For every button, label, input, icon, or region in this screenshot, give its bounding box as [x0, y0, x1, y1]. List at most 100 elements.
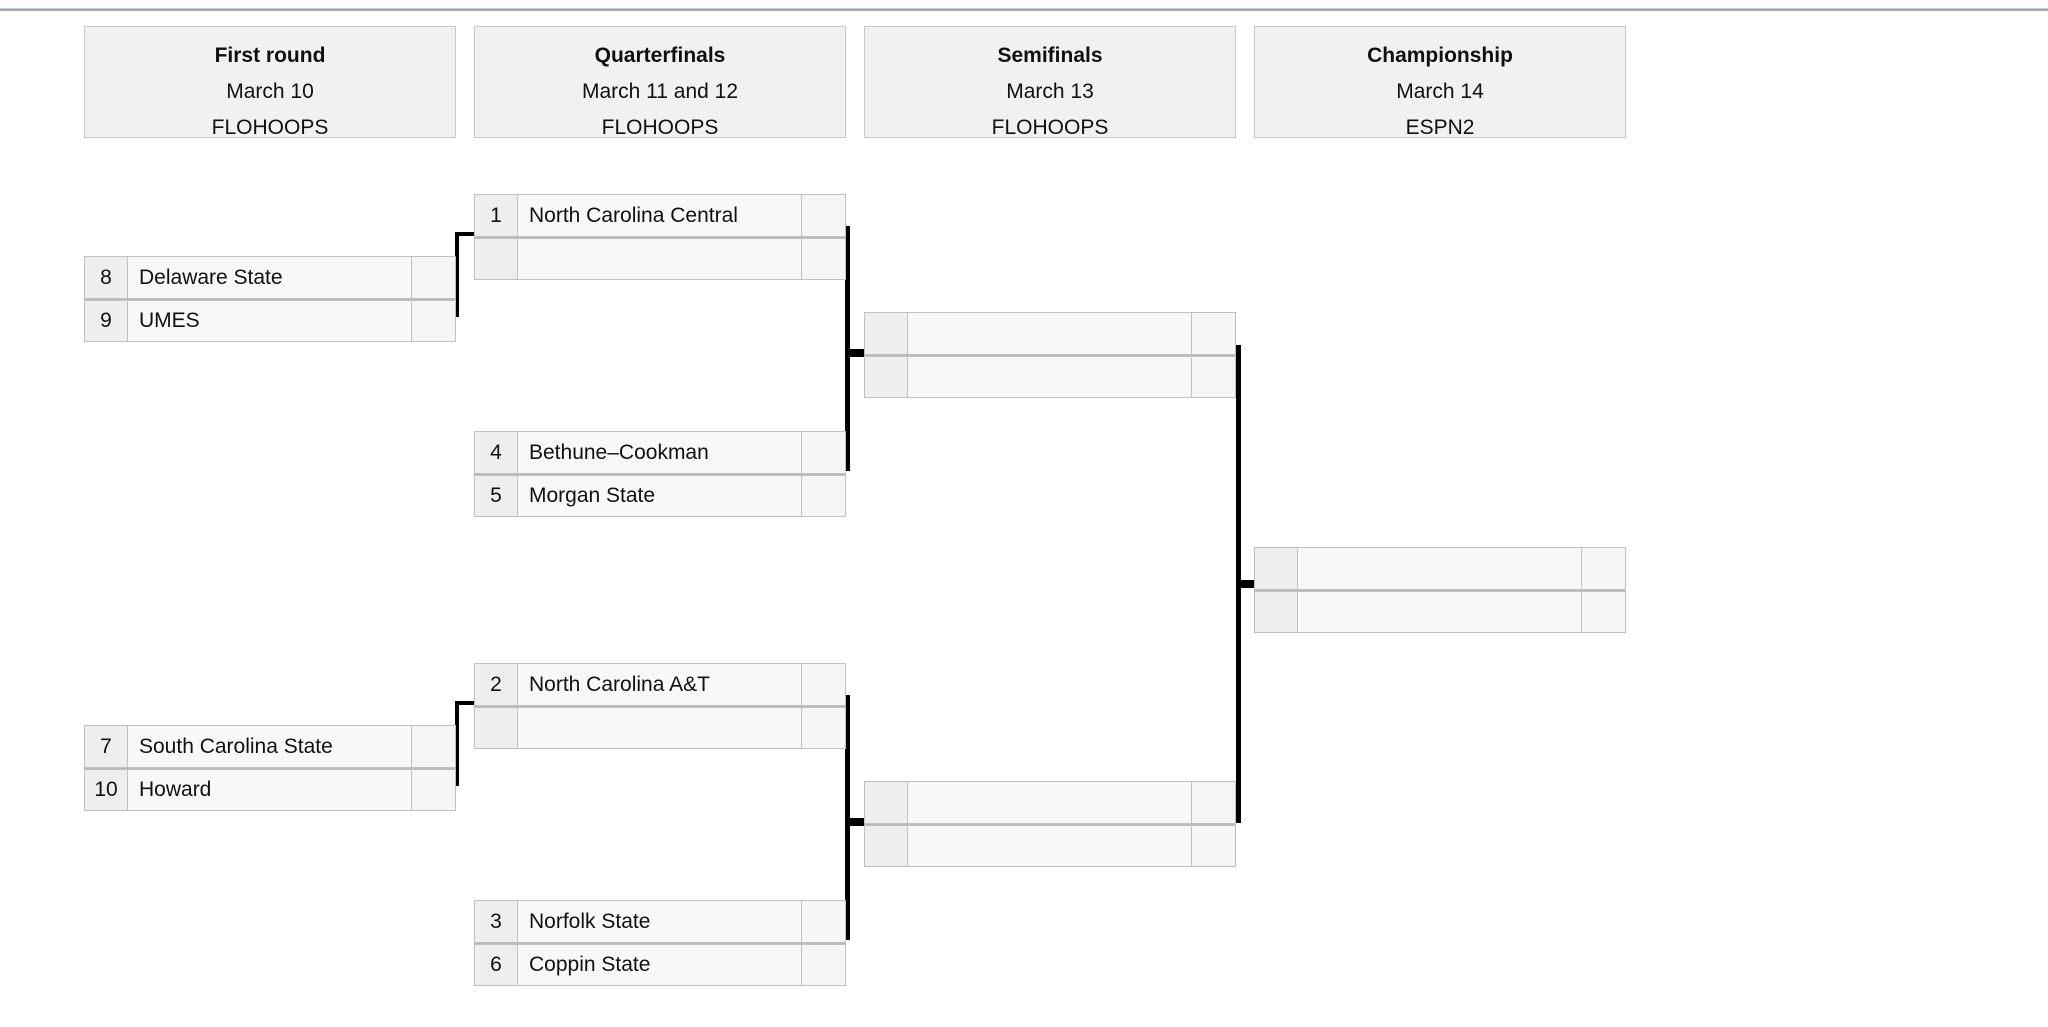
- match-quarterfinal-1[interactable]: 1 North Carolina Central: [474, 194, 846, 280]
- team-name: North Carolina Central: [518, 194, 802, 237]
- match-championship[interactable]: [1254, 547, 1626, 633]
- connector-final-out-stub: [1236, 580, 1258, 588]
- team-name: [908, 825, 1192, 867]
- round-header-first-round: First round March 10 FLOHOOPS: [84, 26, 456, 139]
- seed: [864, 781, 908, 824]
- table-row[interactable]: [1254, 590, 1626, 633]
- table-row[interactable]: [1254, 547, 1626, 590]
- team-score: [412, 769, 456, 811]
- team-name: North Carolina A&T: [518, 663, 802, 706]
- seed: [1254, 547, 1298, 590]
- team-score: [802, 707, 846, 749]
- round-network: ESPN2: [1405, 116, 1475, 139]
- seed: 4: [474, 431, 518, 474]
- connector-sf2-vertical: [845, 695, 850, 940]
- team-score: [1192, 781, 1236, 824]
- seed: [864, 312, 908, 355]
- team-score: [1582, 547, 1626, 590]
- seed: [864, 825, 908, 867]
- team-name: Morgan State: [518, 475, 802, 517]
- round-header-championship: Championship March 14 ESPN2: [1254, 26, 1626, 139]
- match-semifinal-2[interactable]: [864, 781, 1236, 867]
- round-date: March 11 and 12: [581, 80, 739, 103]
- team-score: [412, 256, 456, 299]
- team-score: [802, 900, 846, 943]
- seed: 10: [84, 769, 128, 811]
- connector-sf1-out-stub: [845, 349, 867, 357]
- team-score: [802, 431, 846, 474]
- match-semifinal-1[interactable]: [864, 312, 1236, 398]
- match-quarterfinal-3[interactable]: 2 North Carolina A&T: [474, 663, 846, 749]
- table-row[interactable]: 7 South Carolina State: [84, 725, 456, 768]
- seed: 6: [474, 944, 518, 986]
- connector-fr-top-upper-stub: [455, 232, 475, 236]
- team-name: South Carolina State: [128, 725, 412, 768]
- round-title: First round: [214, 44, 326, 67]
- round-title: Championship: [1367, 44, 1513, 67]
- team-name: Howard: [128, 769, 412, 811]
- team-name: [908, 781, 1192, 824]
- match-first-round-bottom[interactable]: 7 South Carolina State 10 Howard: [84, 725, 456, 811]
- team-name: [518, 707, 802, 749]
- team-score: [802, 475, 846, 517]
- table-row[interactable]: [864, 355, 1236, 398]
- team-name: [1298, 591, 1582, 633]
- table-row[interactable]: 4 Bethune–Cookman: [474, 431, 846, 474]
- team-score: [802, 663, 846, 706]
- seed: 9: [84, 300, 128, 342]
- team-name: Norfolk State: [518, 900, 802, 943]
- round-date: March 13: [1006, 80, 1094, 103]
- seed: [864, 356, 908, 398]
- table-row[interactable]: 5 Morgan State: [474, 474, 846, 517]
- table-row[interactable]: 3 Norfolk State: [474, 900, 846, 943]
- seed: 7: [84, 725, 128, 768]
- team-score: [1192, 312, 1236, 355]
- round-header-quarterfinals: Quarterfinals March 11 and 12 FLOHOOPS: [474, 26, 846, 139]
- round-date: March 10: [226, 80, 314, 103]
- team-score: [1192, 356, 1236, 398]
- seed: 5: [474, 475, 518, 517]
- round-date: March 14: [1396, 80, 1484, 103]
- round-network: FLOHOOPS: [211, 116, 329, 139]
- match-first-round-top[interactable]: 8 Delaware State 9 UMES: [84, 256, 456, 342]
- seed: 1: [474, 194, 518, 237]
- round-title: Semifinals: [997, 44, 1103, 67]
- team-score: [802, 944, 846, 986]
- connector-fr-bottom-vertical: [455, 701, 459, 782]
- team-name: Coppin State: [518, 944, 802, 986]
- team-name: [1298, 547, 1582, 590]
- team-name: Bethune–Cookman: [518, 431, 802, 474]
- connector-fr-bottom-upper-stub: [455, 701, 475, 705]
- connector-fr-top-vertical: [455, 232, 459, 313]
- table-row[interactable]: [474, 706, 846, 749]
- team-score: [802, 238, 846, 280]
- match-quarterfinal-2[interactable]: 4 Bethune–Cookman 5 Morgan State: [474, 431, 846, 517]
- table-row[interactable]: 1 North Carolina Central: [474, 194, 846, 237]
- table-row[interactable]: 6 Coppin State: [474, 943, 846, 986]
- seed: 3: [474, 900, 518, 943]
- team-name: UMES: [128, 300, 412, 342]
- team-name: [908, 312, 1192, 355]
- team-score: [1582, 591, 1626, 633]
- table-row[interactable]: [864, 312, 1236, 355]
- seed: [474, 707, 518, 749]
- table-row[interactable]: 8 Delaware State: [84, 256, 456, 299]
- seed: 2: [474, 663, 518, 706]
- round-title: Quarterfinals: [594, 44, 726, 67]
- table-row[interactable]: [474, 237, 846, 280]
- page-top-rule: [0, 8, 2048, 11]
- team-score: [412, 300, 456, 342]
- table-row[interactable]: 10 Howard: [84, 768, 456, 811]
- team-name: [518, 238, 802, 280]
- table-row[interactable]: 9 UMES: [84, 299, 456, 342]
- table-row[interactable]: [864, 824, 1236, 867]
- team-score: [1192, 825, 1236, 867]
- match-quarterfinal-4[interactable]: 3 Norfolk State 6 Coppin State: [474, 900, 846, 986]
- table-row[interactable]: 2 North Carolina A&T: [474, 663, 846, 706]
- team-score: [802, 194, 846, 237]
- team-name: [908, 356, 1192, 398]
- table-row[interactable]: [864, 781, 1236, 824]
- round-header-semifinals: Semifinals March 13 FLOHOOPS: [864, 26, 1236, 139]
- connector-sf2-out-stub: [845, 818, 867, 826]
- team-name: Delaware State: [128, 256, 412, 299]
